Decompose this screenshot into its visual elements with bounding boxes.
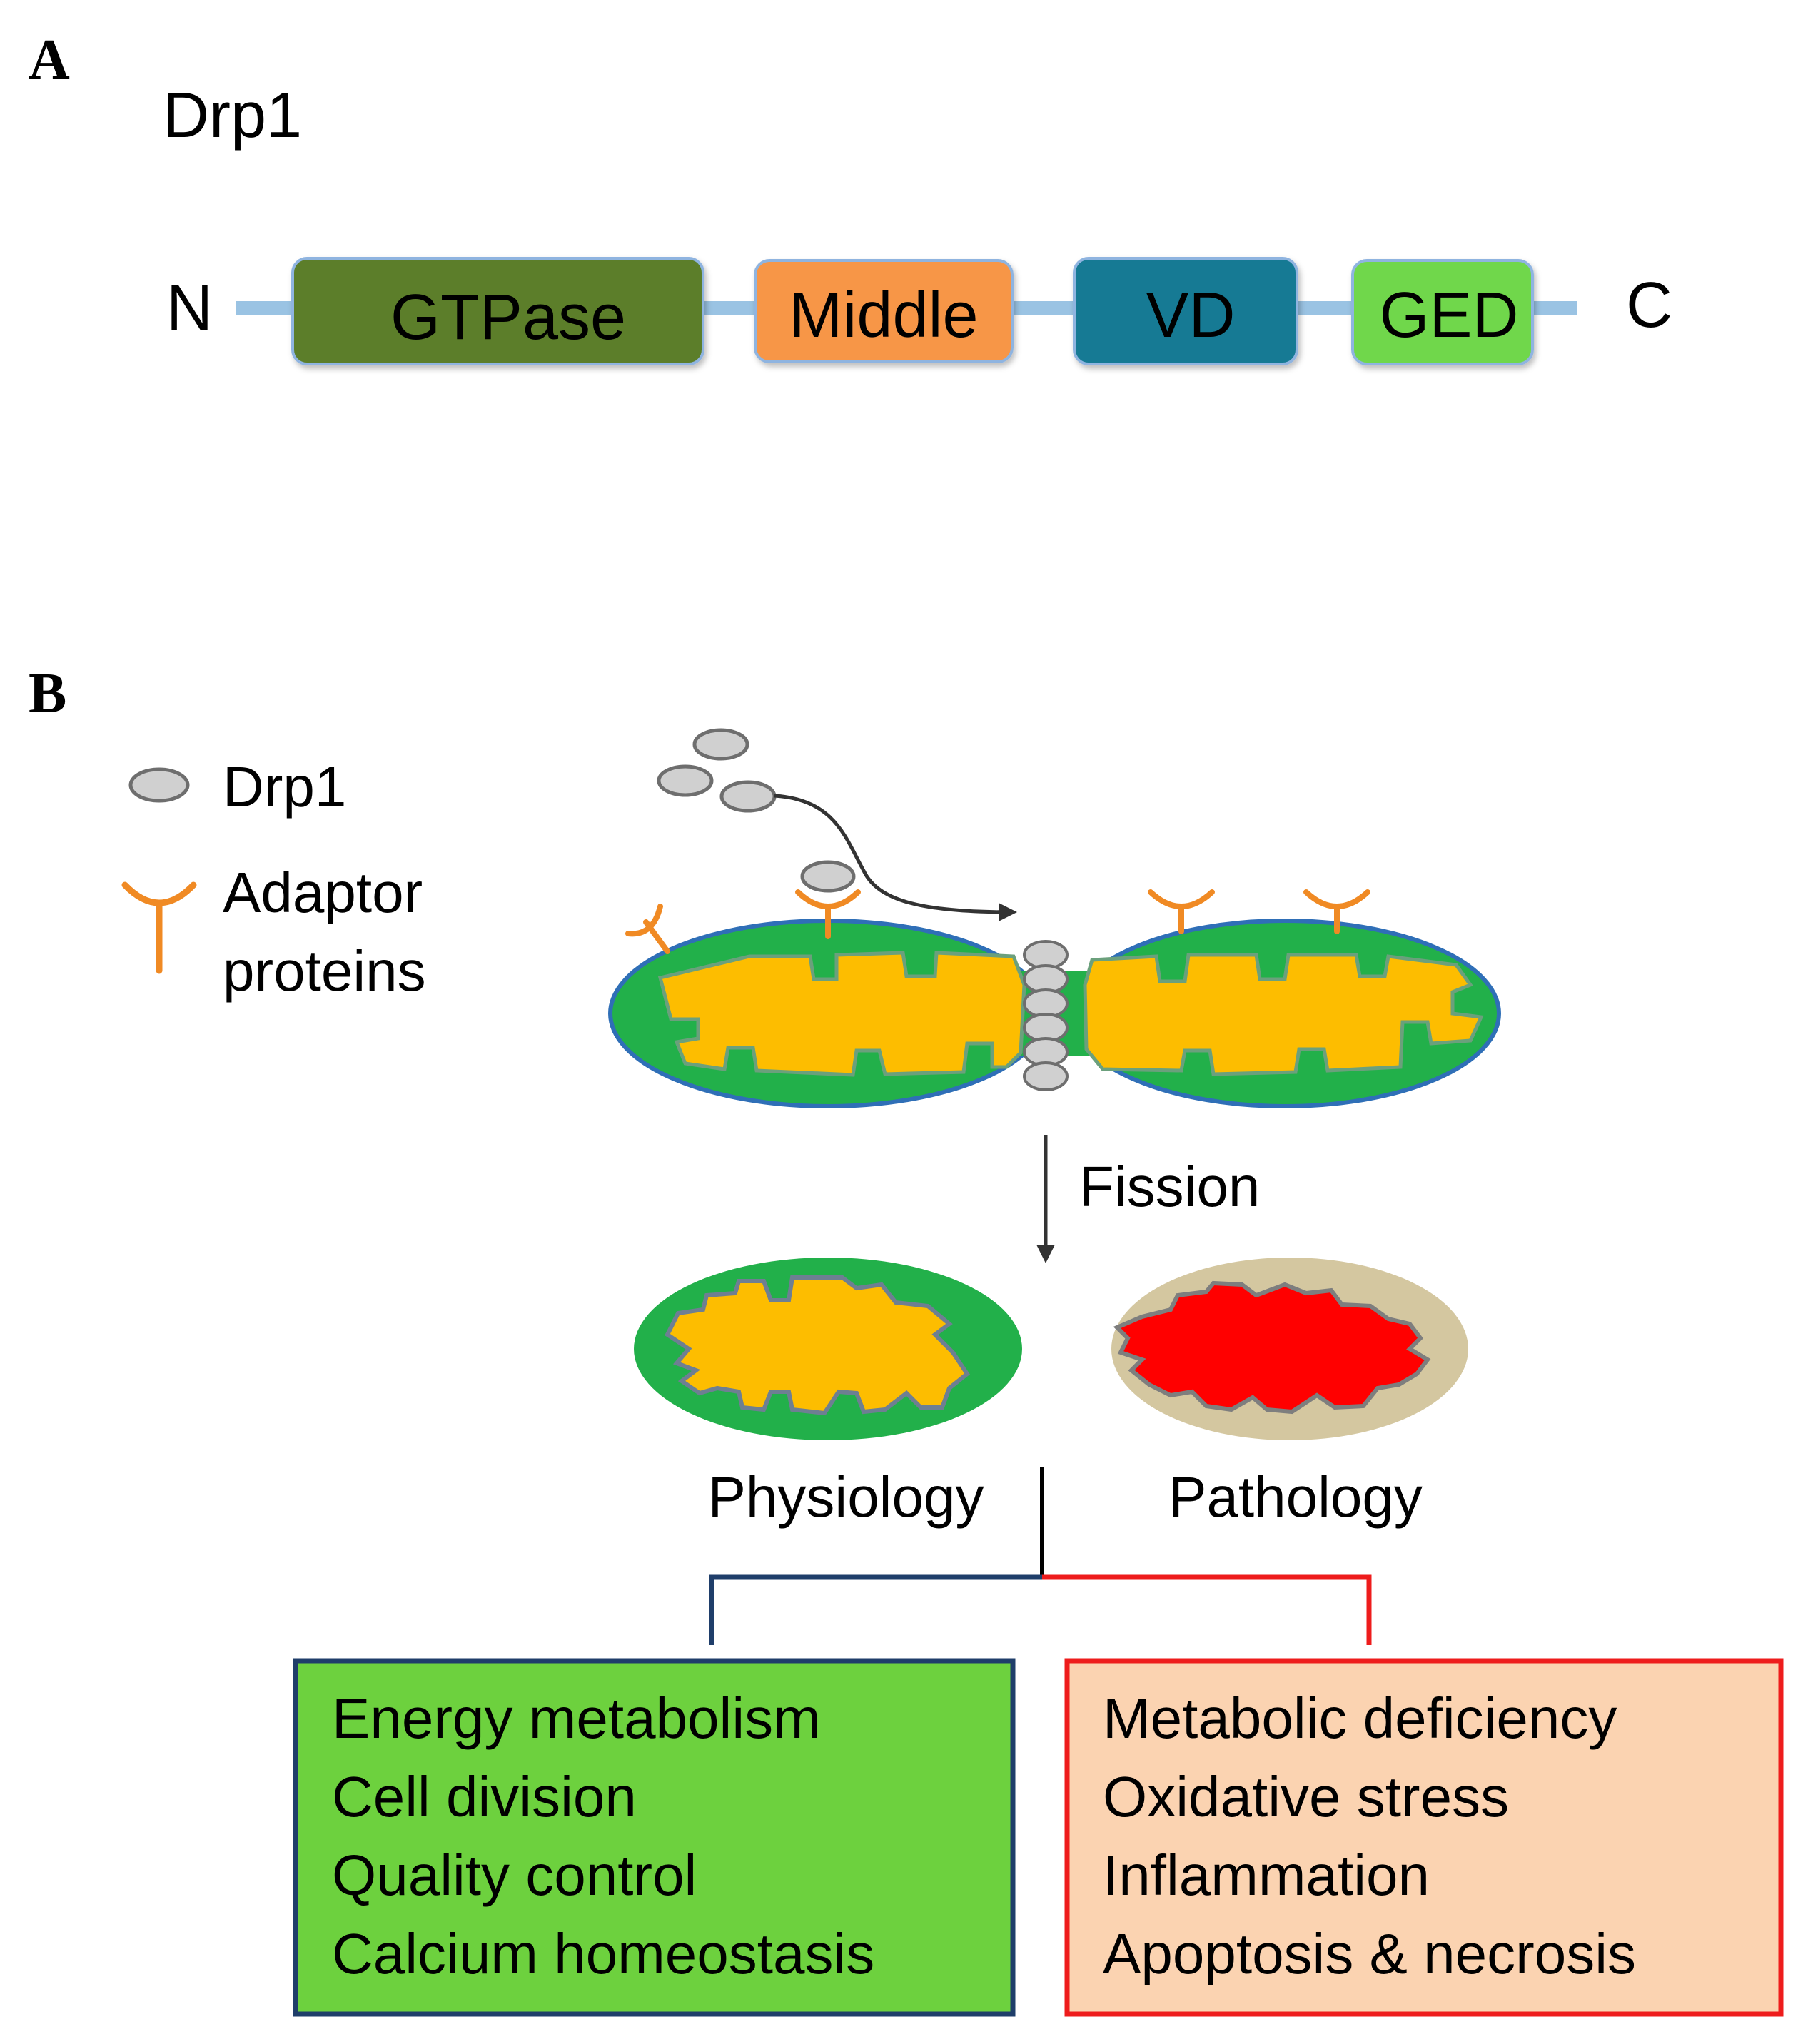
domain-middle-box (754, 259, 1014, 363)
legend-adaptor-icon (121, 881, 197, 974)
physiology-box-bg (293, 1658, 1016, 2017)
physiology-item: Quality control (332, 1843, 697, 1907)
pathology-item: Metabolic deficiency (1103, 1686, 1617, 1750)
domain-middle-label: Middle (789, 280, 978, 351)
pathology-item: Oxidative stress (1103, 1765, 1509, 1828)
legend-adaptor-label-line1: Adaptor (223, 861, 423, 924)
recruitment-arrow (774, 794, 1017, 921)
physiology-item: Calcium homeostasis (332, 1922, 874, 1985)
domain-vd: VD (1073, 257, 1298, 365)
dividing-mitochondrion (608, 889, 1501, 1108)
domain-gtpase-box (291, 257, 704, 365)
legend-drp1-label: Drp1 (223, 755, 346, 819)
physiology-label: Physiology (708, 1465, 984, 1529)
domain-ged-box (1351, 259, 1534, 365)
domain-ged: GED (1351, 259, 1534, 365)
legend-adaptor-label-line2: proteins (223, 939, 426, 1003)
healthy-matrix (665, 1275, 971, 1416)
adaptor-protein-3 (1148, 889, 1215, 934)
drp1-ring (1023, 940, 1069, 1091)
adaptor-protein-4 (1303, 889, 1370, 934)
domain-vd-box (1073, 257, 1298, 365)
n-terminus-label: N (166, 273, 213, 344)
physiology-item: Energy metabolism (332, 1686, 821, 1750)
adaptor-protein-2 (795, 889, 861, 939)
domain-ged-label: GED (1379, 280, 1518, 351)
damaged-matrix (1113, 1280, 1431, 1415)
panel-b-letter: B (29, 662, 66, 725)
branch-pathology (1042, 1574, 1372, 1645)
domain-gtpase: GTPase (291, 257, 704, 365)
damaged-mitochondrion (1111, 1258, 1468, 1440)
fission-label: Fission (1079, 1155, 1260, 1218)
domain-middle: Middle (754, 259, 1014, 363)
c-terminus-label: C (1626, 270, 1672, 341)
pathology-outcomes-box: Metabolic deficiency Oxidative stress In… (1064, 1658, 1784, 2017)
legend-drp1-icon (128, 767, 190, 803)
pathology-item: Inflammation (1103, 1843, 1430, 1907)
physiology-item: Cell division (332, 1765, 637, 1828)
domain-vd-label: VD (1146, 280, 1235, 351)
pathology-label: Pathology (1168, 1465, 1423, 1529)
panel-a-letter: A (29, 29, 70, 91)
protein-title: Drp1 (163, 80, 302, 151)
pathology-box-bg (1064, 1658, 1784, 2017)
adaptor-protein-1 (625, 904, 670, 954)
physiology-outcomes-box: Energy metabolism Cell division Quality … (293, 1658, 1016, 2017)
branch-physiology (709, 1574, 1042, 1645)
domain-gtpase-label: GTPase (390, 282, 626, 353)
mito-left-matrix (657, 951, 1026, 1077)
mito-right-matrix (1083, 953, 1484, 1076)
healthy-mitochondrion (634, 1258, 1022, 1440)
pathology-item: Apoptosis & necrosis (1103, 1922, 1636, 1985)
free-drp1-molecules (657, 728, 856, 893)
